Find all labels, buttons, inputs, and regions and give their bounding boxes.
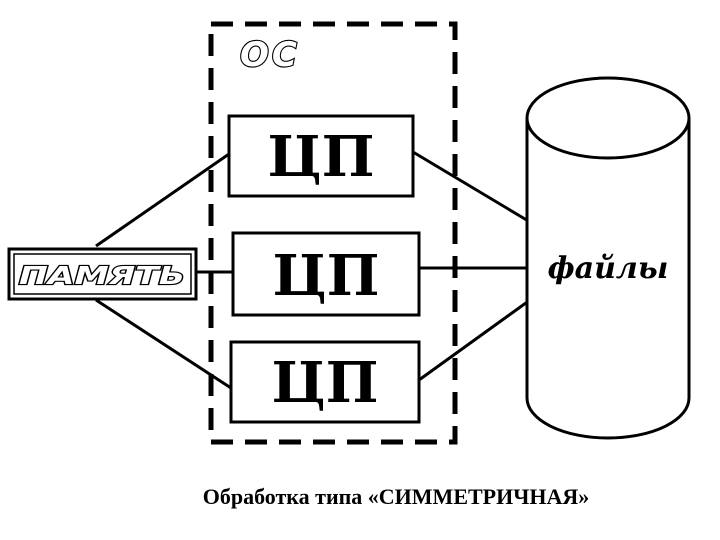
cpu-1-to-files-link [412, 150, 531, 224]
memory-to-cpu-1-link [95, 152, 230, 248]
cpu-3-to-files-link [418, 298, 531, 382]
memory-label: ПАМЯТЬ [19, 261, 185, 290]
os-boundary [208, 21, 458, 445]
cpu-label-1: ЦП [268, 124, 375, 190]
files-cylinder-body [525, 118, 691, 440]
cpu-box-1 [227, 114, 415, 198]
os-label: ОС [240, 35, 300, 75]
diagram-caption: Обработка типа «СИММЕТРИЧНАЯ» [203, 484, 590, 509]
files-cylinder-top [525, 76, 691, 160]
cpu-label-2: ЦП [273, 243, 380, 309]
memory-box-inner-frame [13, 253, 192, 295]
cpu-box-2 [231, 231, 421, 317]
files-label: файлы [548, 251, 669, 286]
memory-box [7, 247, 198, 301]
cpu-label-3: ЦП [272, 350, 379, 416]
memory-to-cpu-3-link [95, 298, 232, 390]
cpu-box-3 [229, 340, 421, 424]
